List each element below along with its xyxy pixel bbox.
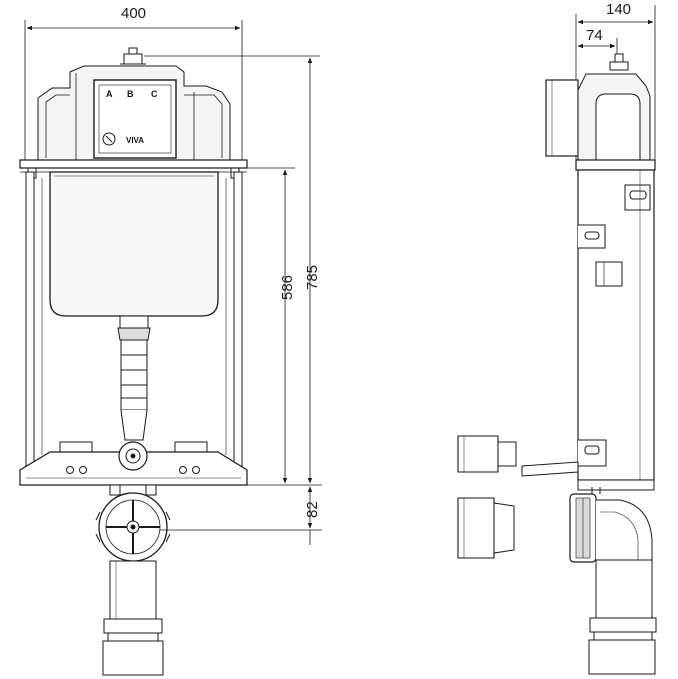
side-fitting-lower [457, 497, 515, 559]
dimension-outlet-82 [160, 486, 322, 545]
side-outlet-elbow [569, 487, 657, 675]
dimension-label-785: 785 [304, 265, 321, 290]
cistern-tank [49, 171, 219, 317]
panel-button-c: C [151, 89, 158, 99]
outlet-pipe [102, 560, 164, 676]
side-fitting-upper [457, 435, 517, 473]
panel-button-a: A [106, 89, 113, 99]
panel-button-b: B [127, 89, 134, 99]
dimension-label-140: 140 [606, 1, 631, 18]
dimension-tank-586 [242, 167, 322, 486]
side-cistern-housing [545, 53, 651, 160]
front-view: A B C VIVA [19, 20, 322, 676]
dimension-label-82: 82 [304, 501, 321, 518]
dimension-label-586: 586 [279, 275, 296, 300]
side-frame-body [575, 159, 656, 491]
flush-pipe [117, 315, 151, 441]
dimension-label-74: 74 [586, 27, 603, 44]
side-view [457, 5, 657, 675]
side-support-bar [521, 461, 579, 477]
control-panel [93, 79, 177, 159]
outlet-bend [95, 484, 171, 562]
panel-brand-logo: VIVA [126, 136, 144, 145]
dimension-label-400: 400 [121, 5, 146, 22]
dimension-width-400 [24, 20, 243, 165]
dimension-total-785 [144, 55, 320, 484]
frame-base [19, 441, 248, 486]
